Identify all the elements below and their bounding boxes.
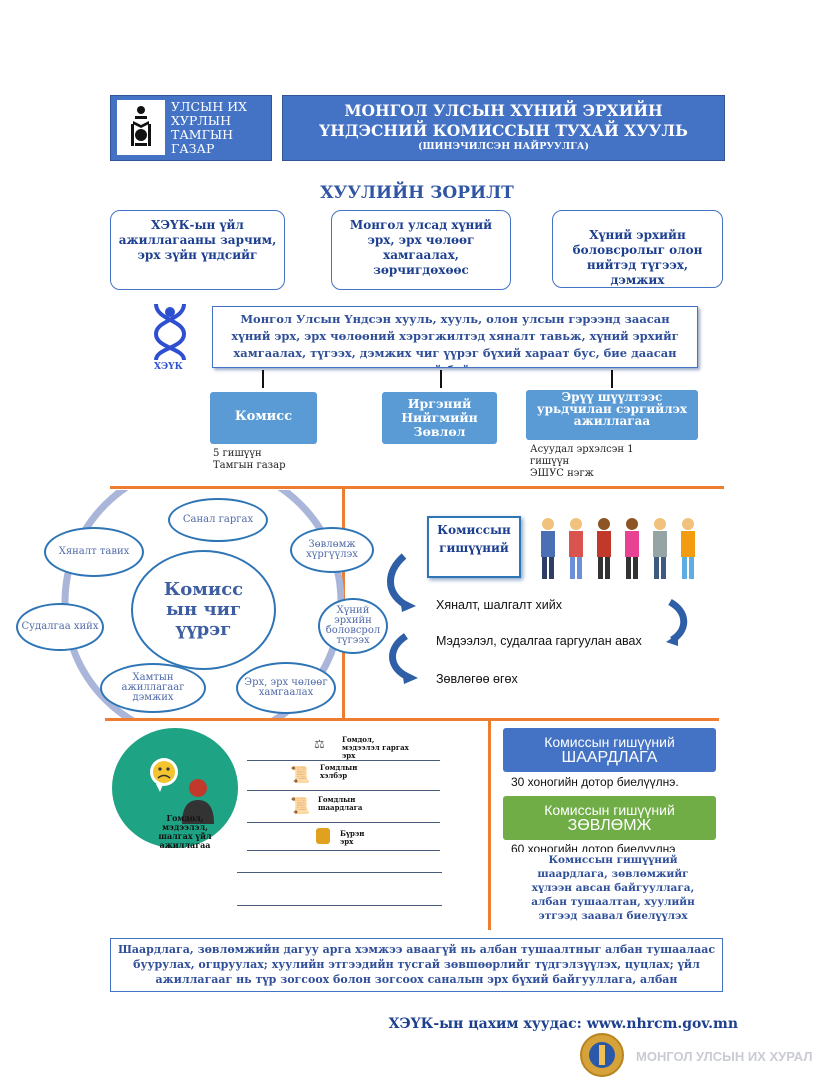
curved-arrow-right-icon xyxy=(666,598,688,646)
connector-2 xyxy=(440,370,442,388)
complaint-circle xyxy=(112,728,238,848)
complaint-item-3: Гомдлын шаардлага xyxy=(318,795,363,812)
obligation-text: Комиссын гишүүний шаардлага, зөвлөмжийг … xyxy=(531,854,695,922)
demand-note: 30 хоногийн дотор биелүүлнэ. xyxy=(511,775,679,789)
state-emblem-icon xyxy=(580,1033,624,1077)
org-line-1: УЛСЫН ИХ xyxy=(171,99,248,114)
complaint-item-4: Бүрэн эрх xyxy=(340,829,365,846)
scroll-2-icon: 📜 xyxy=(290,796,310,815)
complaint-line-4 xyxy=(247,850,440,851)
torture-note-1: Асуудал эрхэлсэн 1 гишүүн xyxy=(530,444,634,467)
torture-note-2: ЭШУС нэгж xyxy=(530,468,594,479)
structure-commission-box: Комисс xyxy=(210,392,317,444)
nhrcm-logo-icon xyxy=(150,302,190,372)
soyombo-emblem-icon xyxy=(117,100,165,155)
curved-arrows-left-icon xyxy=(387,553,418,684)
member-function-2: Мэдээлэл, судалгаа гаргуулан авах xyxy=(436,634,642,648)
divider-middle xyxy=(105,718,719,721)
demand-box: Комиссын гишүүний ШААРДЛАГА xyxy=(503,728,716,772)
commission-notes: 5 гишүүн Тамгын газар xyxy=(213,448,285,472)
header-title-box: МОНГОЛ УЛСЫН ХҮНИЙ ЭРХИЙН ҮНДЭСНИЙ КОМИС… xyxy=(282,95,725,161)
demand-title-big: ШААРДЛАГА xyxy=(561,749,658,766)
recommendation-note: 60 хоногийн дотор биелүүлнэ xyxy=(511,842,676,852)
structure-torture-prevention-box: Эрүү шүүлтээс урьдчилан сэргийлэх ажилла… xyxy=(526,390,698,440)
footer-brand: МОНГОЛ УЛСЫН ИХ ХУРАЛ xyxy=(636,1049,813,1064)
title-line-1: МОНГОЛ УЛСЫН ХҮНИЙ ЭРХИЙН xyxy=(344,101,663,120)
wheel-center: Комисс ын чиг үүрэг xyxy=(131,550,276,670)
scales-icon: ⚖ xyxy=(314,737,325,751)
divider-top xyxy=(110,486,724,489)
complaint-line-3 xyxy=(247,822,440,823)
emblem-small-icon xyxy=(316,828,330,844)
section-title: ХУУЛИЙН ЗОРИЛТ xyxy=(320,183,514,203)
wheel-item-research: Судалгаа хийх xyxy=(16,603,104,651)
members-title-box: Комиссын гишүүний xyxy=(427,516,521,578)
wheel-item-recommendation: Зөвлөмж хүргүүлэх xyxy=(290,527,374,573)
header-org-name: УЛСЫН ИХ ХУРЛЫН ТАМГЫН ГАЗАР xyxy=(171,100,271,156)
member-function-3: Зөвлөгөө өгөх xyxy=(436,672,518,686)
title-line-2: ҮНДЭСНИЙ КОМИССЫН ТУХАЙ ХУУЛЬ xyxy=(319,121,688,140)
wheel-item-education: Хүний эрхийн боловсрол түгээх xyxy=(318,598,388,654)
goal-box-2: Монгол улсад хүний эрх, эрх чөлөөг хамга… xyxy=(331,210,511,290)
commission-note-1: 5 гишүүн xyxy=(213,448,262,459)
title-subtitle: (ШИНЭЧИЛСЭН НАЙРУУЛГА) xyxy=(418,141,589,152)
complaint-line-5 xyxy=(237,872,442,873)
member-function-1: Хяналт, шалгалт хийх xyxy=(436,598,563,612)
recommendation-box: Комиссын гишүүний ЗӨВЛӨМЖ xyxy=(503,796,716,840)
wheel-item-monitoring: Хяналт тавих xyxy=(44,527,144,577)
commission-note-2: Тамгын газар xyxy=(213,460,286,471)
complaint-item-1: Гомдол, мэдээлэл гаргах эрх xyxy=(342,735,409,760)
complaint-line-6 xyxy=(237,905,442,906)
complaint-item-2: Гомдлын хэлбэр xyxy=(320,763,358,780)
wheel-item-proposal: Санал гаргах xyxy=(168,498,268,542)
divider-vertical-bottom xyxy=(488,720,491,930)
goal-box-1: ХЭҮК-ын үйл ажиллагааны зарчим, эрх зүйн… xyxy=(110,210,285,290)
people-illustration-icon xyxy=(541,518,695,579)
demand-title-small: Комиссын гишүүний xyxy=(544,734,675,750)
recommendation-title-big: ЗӨВЛӨМЖ xyxy=(567,817,652,834)
complaint-line-1 xyxy=(247,760,440,761)
goal-box-3: Хүний эрхийн боловсролыг олон нийтэд түг… xyxy=(552,210,723,288)
structure-civil-council-box: Иргэний Нийгмийн Зөвлөл xyxy=(382,392,497,444)
connector-1 xyxy=(262,370,264,388)
wheel-item-protection: Эрх, эрх чөлөөг хамгаалах xyxy=(236,662,336,714)
wheel-center-label: Комисс ын чиг үүрэг xyxy=(163,579,244,640)
org-line-2: ХУРЛЫН ТАМГЫН xyxy=(171,113,234,142)
website-link[interactable]: ХЭҮК-ын цахим хуудас: www.nhrcm.gov.mn xyxy=(388,1016,738,1032)
wheel-item-cooperation: Хамтын ажиллагааг дэмжих xyxy=(100,663,206,713)
complaint-circle-label: Гомдол, мэдээлэл, шалгах үйл ажиллагаа xyxy=(158,813,212,850)
recommendation-title-small: Комиссын гишүүний xyxy=(544,802,675,818)
header-org-box: УЛСЫН ИХ ХУРЛЫН ТАМГЫН ГАЗАР xyxy=(110,95,272,161)
connector-3 xyxy=(611,370,613,388)
nhrcm-logo-label: ХЭҮК xyxy=(154,362,183,372)
scroll-icon: 📜 xyxy=(290,765,310,784)
org-line-3: ГАЗАР xyxy=(171,141,215,156)
bottom-consequence-text: Шаардлага, зөвлөмжийн дагуу арга хэмжээ … xyxy=(110,938,723,992)
torture-prevention-notes: Асуудал эрхэлсэн 1 гишүүн ЭШУС нэгж xyxy=(530,444,670,480)
complaint-line-2 xyxy=(247,790,440,791)
mission-statement: Монгол Улсын Үндсэн хууль, хууль, олон у… xyxy=(212,306,698,368)
